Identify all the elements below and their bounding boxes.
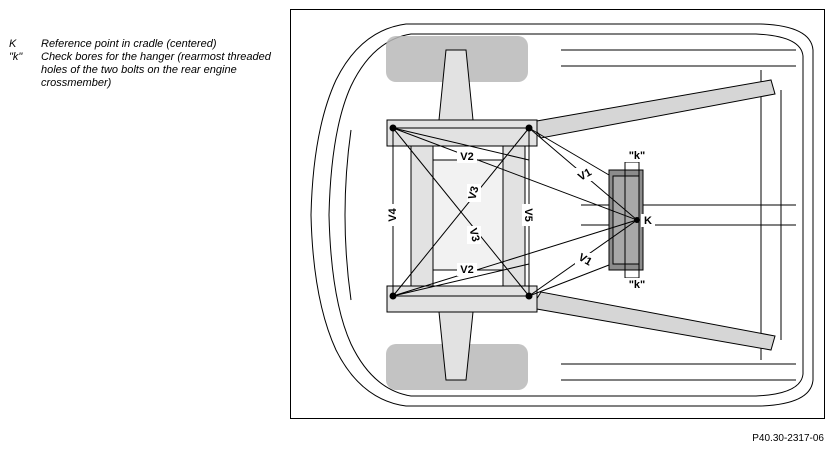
label-k-bore-top: "k" <box>629 150 646 162</box>
legend-key: K <box>9 38 17 50</box>
measuring-points <box>389 124 640 300</box>
measurement-labels: V2 V2 V1 V1 V3 V3 V4 V5 K "k" "k" <box>385 149 655 291</box>
legend-text: Check bores for the hanger (rearmost thr… <box>41 51 271 89</box>
label-v2-top: V2 <box>460 151 473 163</box>
legend-text: Reference point in cradle (centered) <box>41 38 217 50</box>
measuring-point <box>525 124 533 132</box>
reference-point-k <box>634 217 640 223</box>
car-outline <box>310 23 814 407</box>
label-v1-top: V1 <box>576 166 594 183</box>
label-v3-bottom: V3 <box>466 227 481 243</box>
label-v2-bottom: V2 <box>460 264 473 276</box>
legend-item-k: K Reference point in cradle (centered) <box>9 38 279 51</box>
label-v5: V5 <box>522 208 534 221</box>
label-k-bore-bottom: "k" <box>629 279 646 291</box>
label-v4: V4 <box>387 207 399 221</box>
label-v1-bottom: V1 <box>576 251 594 268</box>
underbody-diagram: V2 V2 V1 V1 V3 V3 V4 V5 K "k" "k" <box>290 9 825 419</box>
label-k-point: K <box>644 215 652 227</box>
legend-key: "k" <box>9 51 23 63</box>
label-v3-top: V3 <box>466 185 481 201</box>
figure-reference: P40.30-2317-06 <box>752 433 824 444</box>
legend-item-k-bore: "k" Check bores for the hanger (rearmost… <box>9 51 279 90</box>
front-axle-cradle <box>386 49 538 381</box>
legend: K Reference point in cradle (centered) "… <box>9 38 279 90</box>
measuring-point <box>389 292 397 300</box>
measuring-point <box>389 124 397 132</box>
measuring-point <box>525 292 533 300</box>
underbody-drawing: V2 V2 V1 V1 V3 V3 V4 V5 K "k" "k" <box>310 23 814 407</box>
